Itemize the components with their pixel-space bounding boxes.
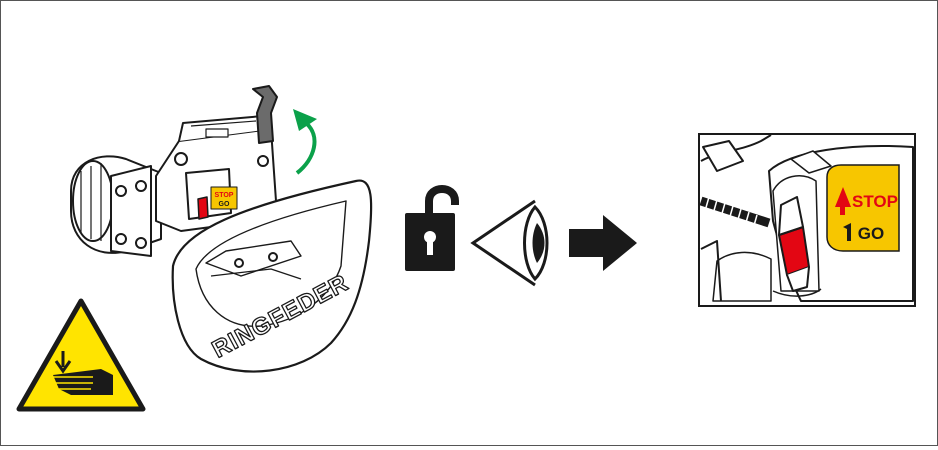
detail-go-label: GO <box>858 224 884 243</box>
curved-up-arrow-icon <box>293 109 317 173</box>
eye-inspect-icon <box>473 201 547 285</box>
coupling-red-handle <box>198 197 208 219</box>
detail-view: STOP GO <box>699 134 915 306</box>
coupling-go-label: GO <box>219 201 230 208</box>
unlock-padlock-icon <box>405 189 455 271</box>
towing-coupling: STOP GO RINGFEDER <box>71 86 371 372</box>
coupling-stop-label: STOP <box>215 192 234 199</box>
detail-stop-label: STOP <box>852 192 898 211</box>
right-arrow-icon <box>569 215 637 271</box>
hand-crush-warning-icon <box>19 301 143 409</box>
